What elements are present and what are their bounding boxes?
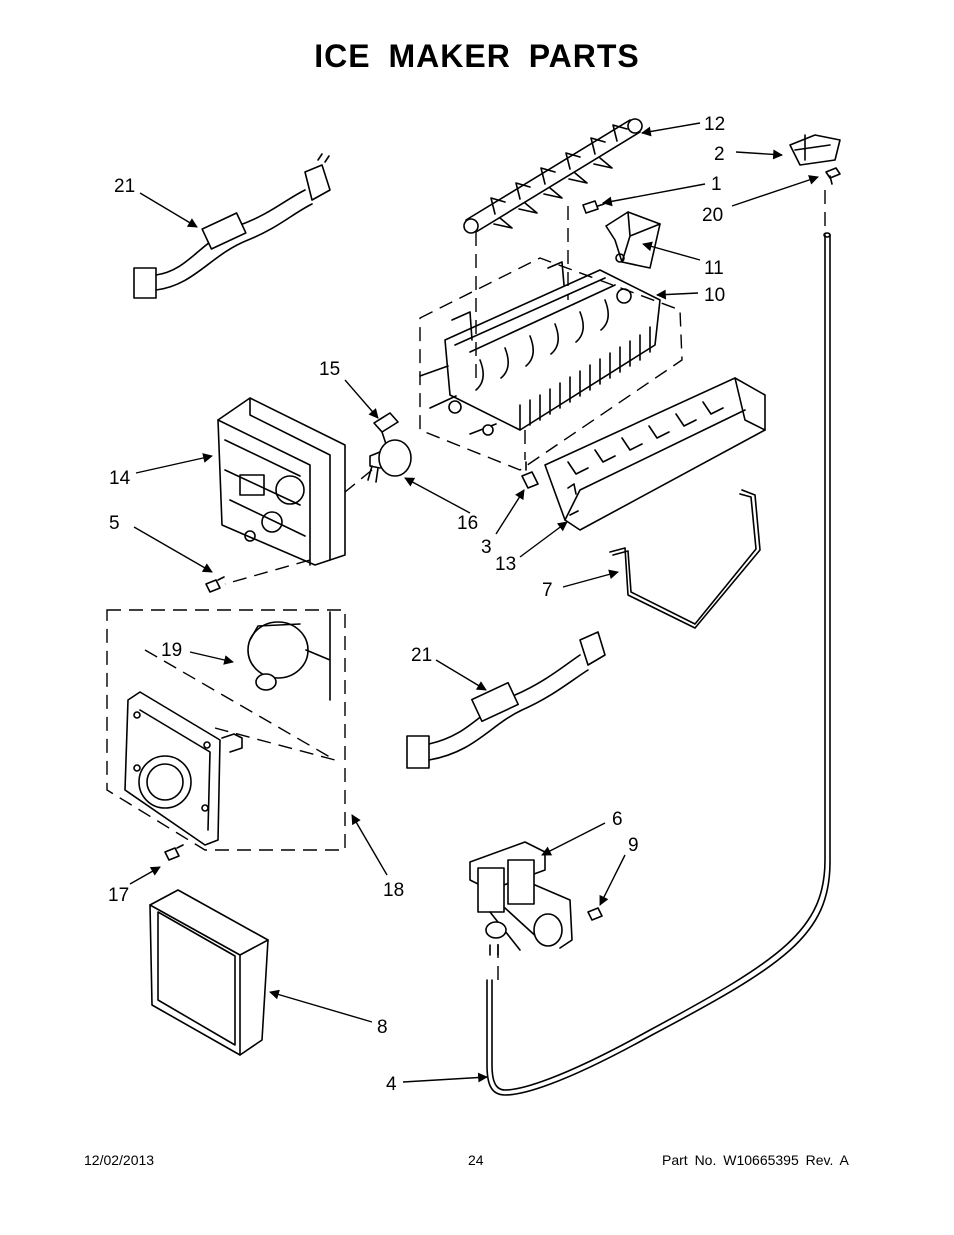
callout-21-top: 21 (114, 176, 135, 197)
callout-11: 11 (704, 258, 724, 279)
part-screw-9 (587, 907, 603, 921)
part-plate-18 (124, 691, 243, 846)
part-screw-1 (582, 200, 605, 214)
callout-17: 17 (108, 885, 129, 906)
part-water-valve-6 (469, 841, 573, 956)
page-title: ICE MAKER PARTS (314, 38, 640, 74)
part-stripper-13 (544, 377, 766, 531)
alignment-lines (106, 190, 826, 980)
part-harness-top (133, 153, 331, 299)
callout-2: 2 (714, 144, 725, 165)
callout-arrows (129, 122, 819, 1083)
part-screw-5 (205, 576, 225, 593)
part-motor-19 (247, 611, 331, 701)
callout-20: 20 (702, 205, 723, 226)
callout-6: 6 (612, 809, 623, 830)
part-ice-mold (419, 261, 661, 436)
callout-labels: 12 2 1 20 21 11 10 15 14 5 16 3 13 7 19 … (108, 114, 725, 1095)
footer-part-number: Part No. W10665395 Rev. A (662, 1152, 849, 1168)
part-housing-14 (217, 397, 346, 566)
callout-4: 4 (386, 1074, 397, 1095)
part-bail-wire (609, 489, 761, 629)
callout-3: 3 (481, 537, 492, 558)
footer-date: 12/02/2013 (84, 1152, 155, 1168)
callout-13: 13 (495, 554, 516, 575)
callout-7: 7 (542, 580, 553, 601)
callout-16: 16 (457, 513, 478, 534)
part-water-tube-4 (486, 232, 831, 1096)
part-harness-lower (406, 631, 606, 769)
part-cover-8 (149, 889, 269, 1056)
part-clip-3 (521, 461, 539, 489)
callout-21-lower: 21 (411, 645, 432, 666)
callout-15: 15 (319, 359, 340, 380)
part-thermostat-16 (367, 439, 412, 483)
part-screw-20 (825, 167, 841, 185)
part-ejector-bar (463, 118, 643, 234)
callout-1: 1 (711, 174, 722, 195)
callout-10: 10 (704, 285, 725, 306)
callout-8: 8 (377, 1017, 388, 1038)
part-wire-clip-15 (373, 412, 399, 445)
callout-19: 19 (161, 640, 182, 661)
callout-5: 5 (109, 513, 120, 534)
callout-14: 14 (109, 468, 131, 489)
part-screw-17 (164, 844, 184, 861)
callout-18: 18 (383, 880, 404, 901)
part-cover-11 (605, 211, 661, 269)
callout-12: 12 (704, 114, 725, 135)
part-bracket (789, 134, 841, 166)
callout-9: 9 (628, 835, 639, 856)
footer-page-number: 24 (468, 1152, 484, 1168)
